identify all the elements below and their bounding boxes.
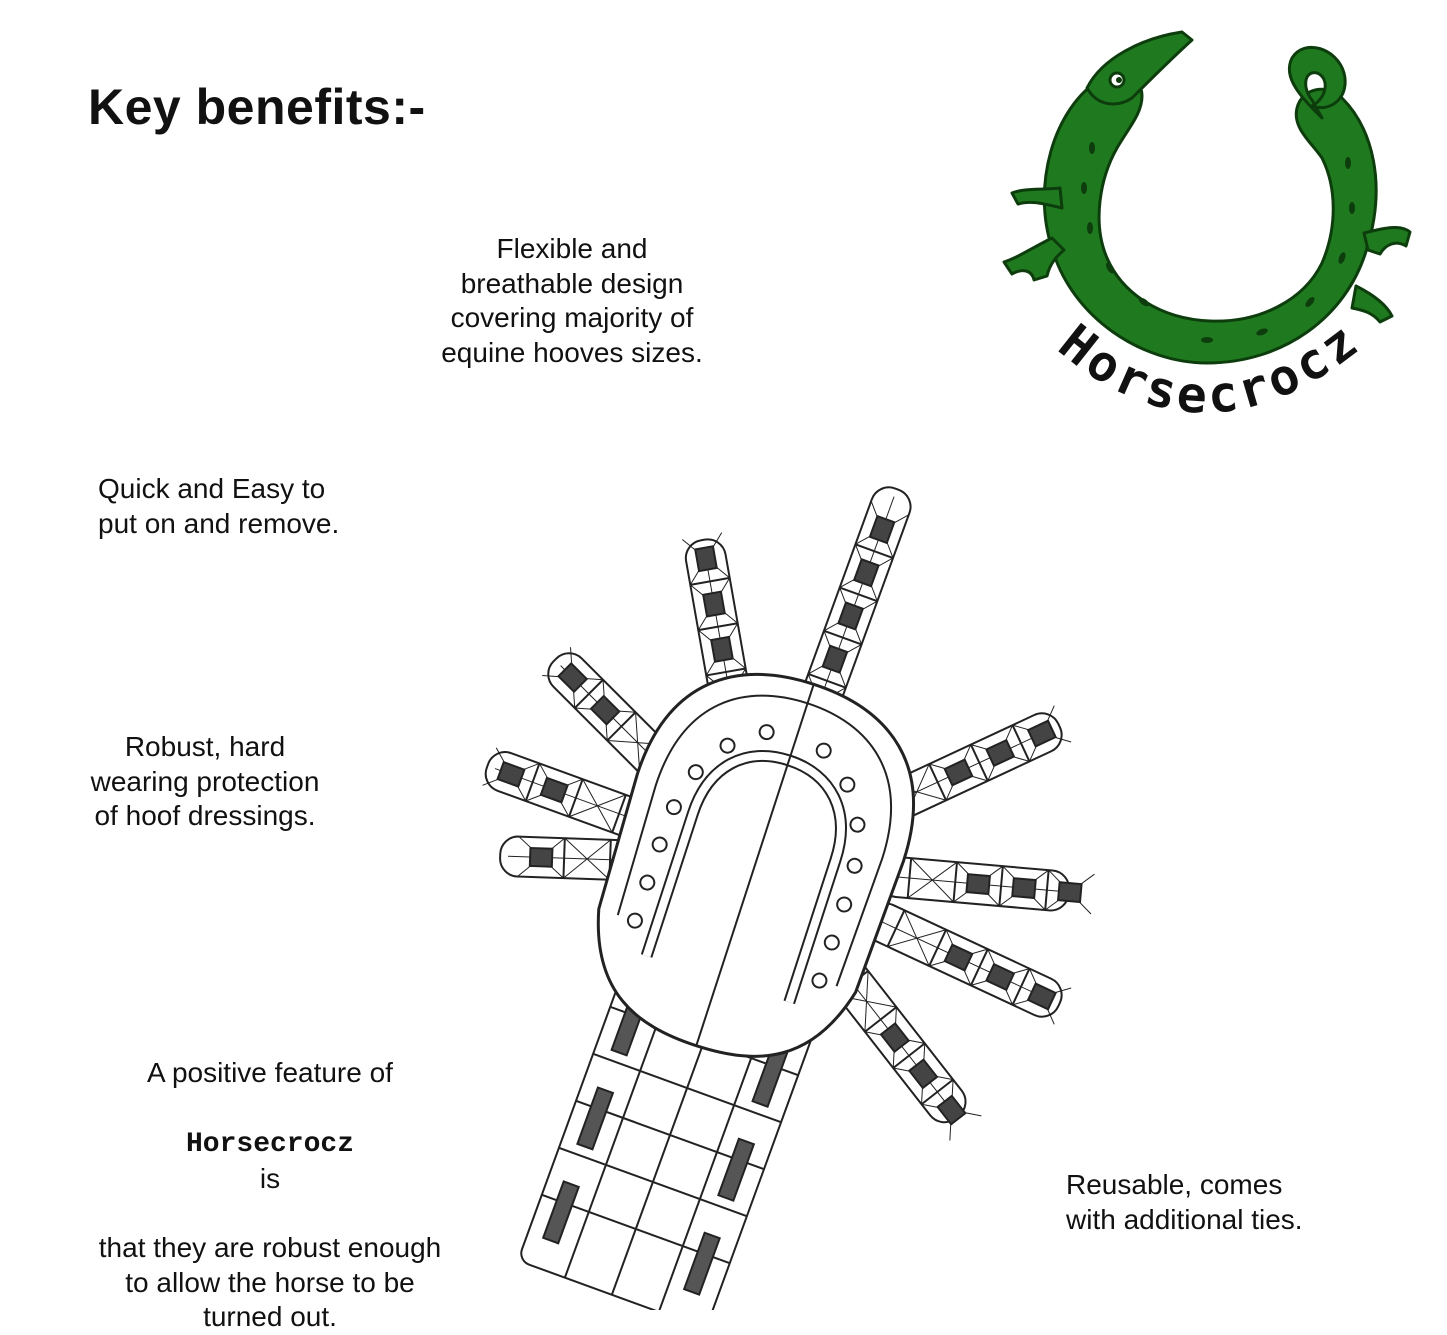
benefit-robust: Robust, hard wearing protection of hoof … xyxy=(90,731,320,831)
strap-arm xyxy=(865,902,1072,1025)
hoof-pad xyxy=(596,673,915,1058)
strap-arm xyxy=(878,856,1095,915)
hoof-boot-diagram xyxy=(482,486,1095,1310)
strap-arm xyxy=(824,953,982,1141)
benefit-positive-prefix: A positive feature of xyxy=(147,1056,393,1088)
benefit-reusable: Reusable, comes with additional ties. xyxy=(1066,1169,1303,1235)
benefit-flexible: Flexible and breathable design covering … xyxy=(441,233,703,368)
benefit-positive: A positive feature of Horsecrocz is that… xyxy=(70,1021,470,1335)
benefit-positive-is: is xyxy=(259,1163,281,1194)
strap-arm xyxy=(681,532,758,749)
benefit-positive-brand: Horsecrocz xyxy=(185,1128,355,1160)
crocodile-icon xyxy=(1002,30,1412,365)
page-title: Key benefits:- xyxy=(88,79,426,135)
straps xyxy=(482,486,1095,1141)
horsecrocz-logo: Horsecrocz xyxy=(1002,30,1412,425)
scale-dots xyxy=(1081,142,1355,343)
benefit-positive-rest: that they are robust enough to allow the… xyxy=(98,1232,442,1332)
benefit-quick: Quick and Easy to put on and remove. xyxy=(98,473,340,539)
strap-arm xyxy=(499,835,642,882)
nail-holes xyxy=(626,724,866,989)
